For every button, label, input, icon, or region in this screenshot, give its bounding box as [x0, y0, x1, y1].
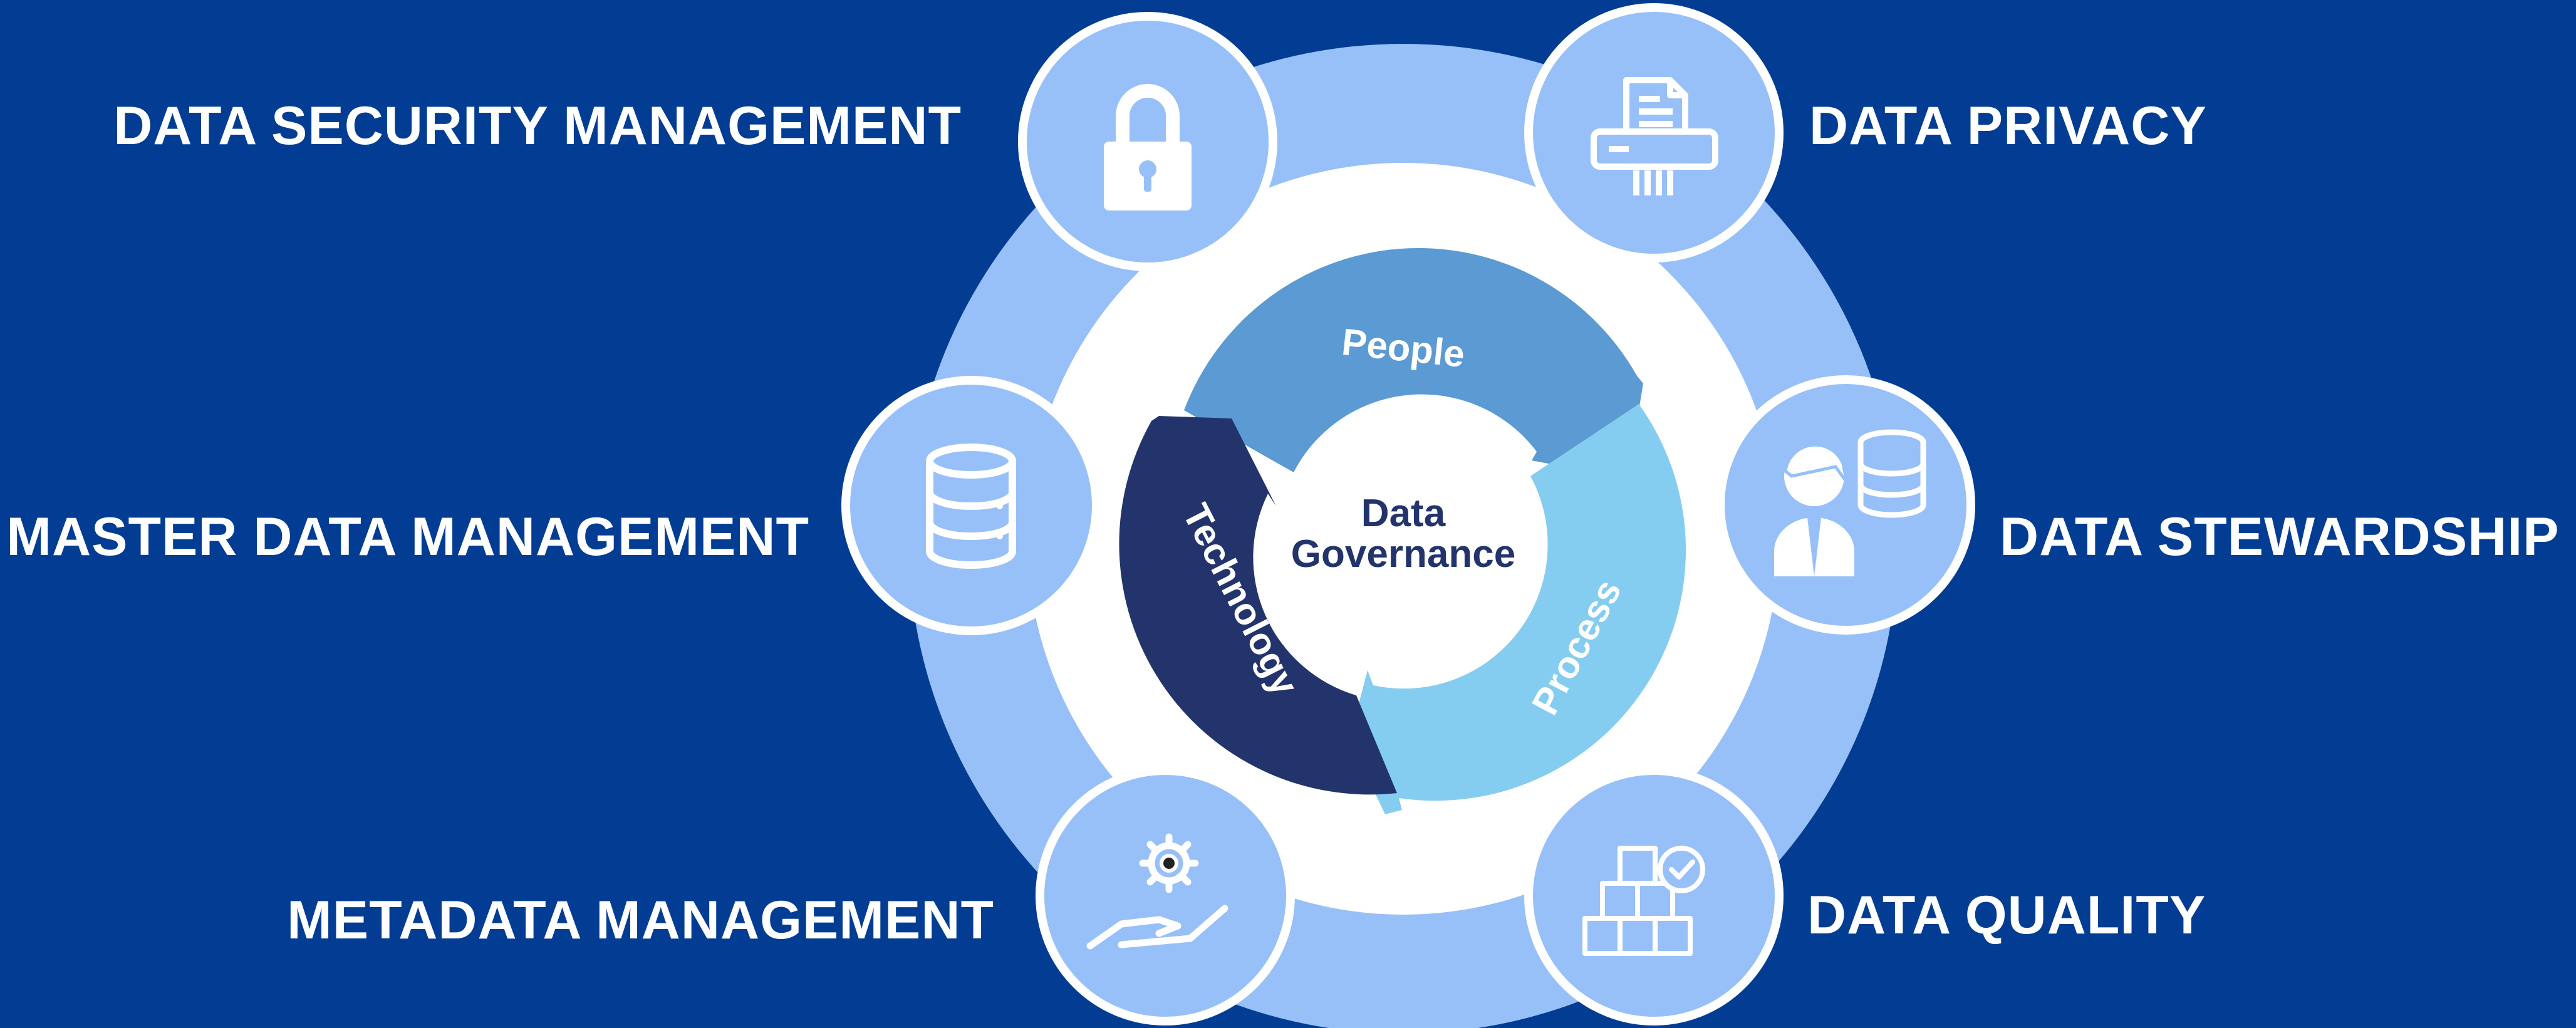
database-icon	[926, 444, 1016, 569]
metadata-management-label: METADATA MANAGEMENT	[287, 890, 994, 950]
boxes-check-icon	[1582, 846, 1705, 956]
data-security-management-node	[1018, 12, 1277, 271]
document-shredder-icon	[1591, 77, 1718, 195]
center-title-line2: Governance	[1291, 532, 1515, 576]
data-privacy-node	[1524, 3, 1784, 262]
process-arrow	[1349, 404, 1686, 814]
data-privacy-label: DATA PRIVACY	[1809, 96, 2207, 156]
governance-cycle: People Process Technology Data Governanc…	[1119, 248, 1686, 814]
metadata-management-node	[1036, 766, 1295, 1025]
people-arrow	[1184, 248, 1643, 479]
data-security-management-label: DATA SECURITY MANAGEMENT	[113, 96, 962, 156]
data-stewardship-node	[1716, 375, 1975, 635]
steward-database-icon	[1774, 429, 1926, 576]
metadata-management-circle	[1036, 766, 1295, 1025]
master-data-management-label: MASTER DATA MANAGEMENT	[6, 507, 809, 567]
data-quality-label: DATA QUALITY	[1807, 885, 2206, 945]
data-quality-circle	[1524, 766, 1784, 1025]
data-stewardship-circle	[1716, 375, 1975, 635]
padlock-icon	[1104, 84, 1192, 210]
technology-arrow	[1119, 416, 1397, 795]
center-title-line1: Data	[1361, 492, 1446, 535]
data-quality-node	[1524, 766, 1784, 1025]
hand-gear-icon	[1086, 833, 1228, 950]
data-stewardship-label: DATA STEWARDSHIP	[2000, 507, 2560, 567]
master-data-management-node	[841, 376, 1101, 635]
